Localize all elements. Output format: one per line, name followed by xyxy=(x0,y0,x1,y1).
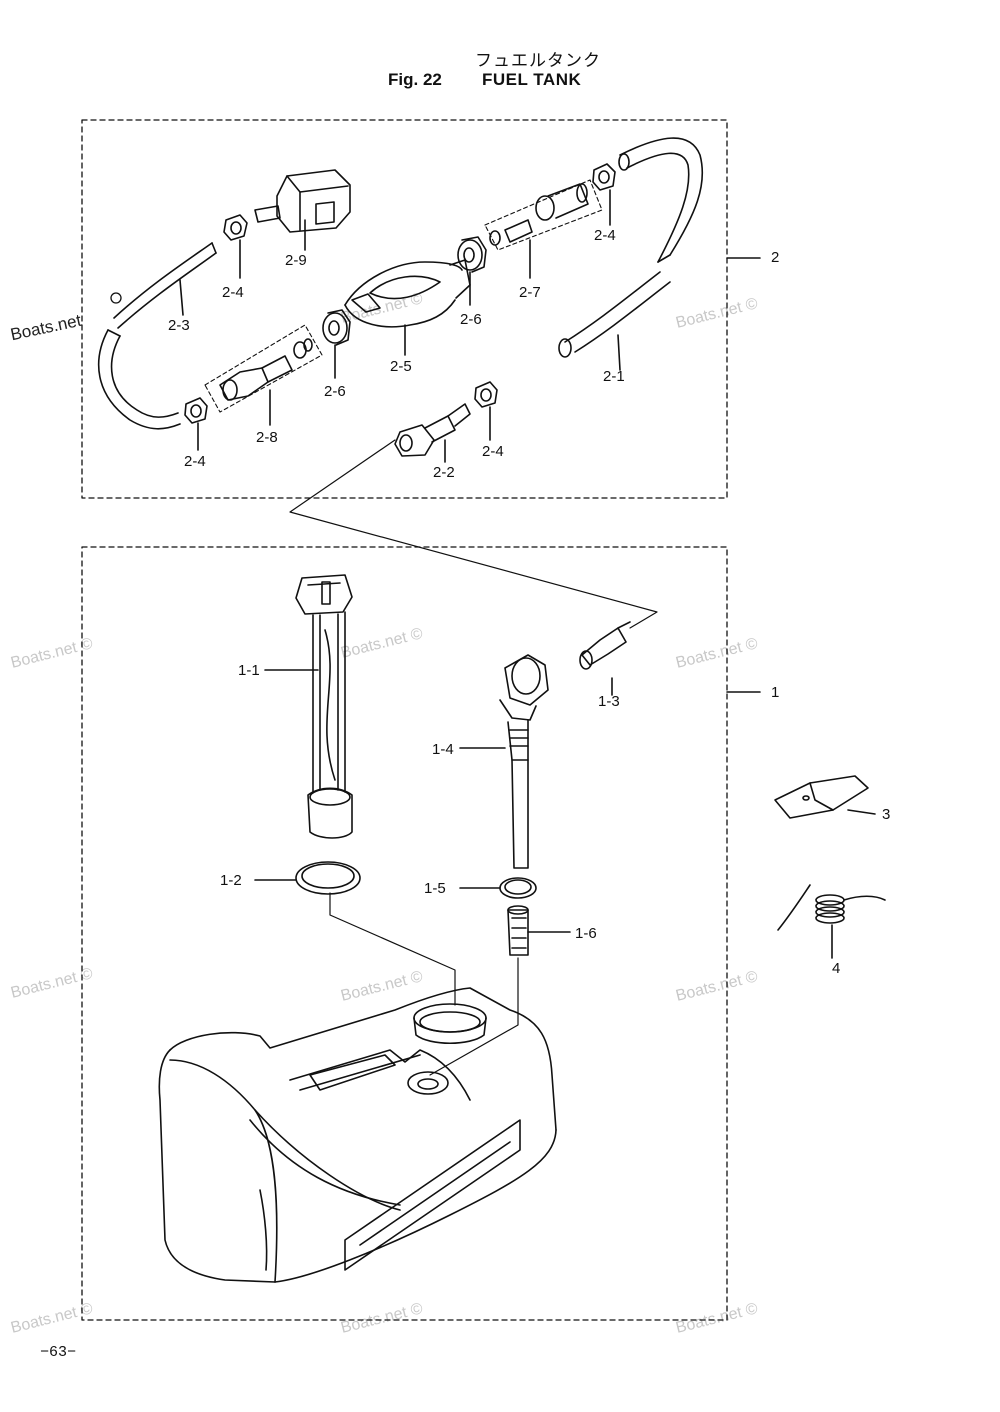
callout-2-9: 2-9 xyxy=(285,252,307,269)
callout-2: 2 xyxy=(771,249,780,266)
filler-neck xyxy=(413,1003,487,1044)
pickup-tube-1-4 xyxy=(499,699,537,869)
callout-2-4: 2-4 xyxy=(222,284,244,301)
hose-2-1 xyxy=(558,137,704,358)
callout-3: 3 xyxy=(882,806,891,823)
figure-title: FUEL TANK xyxy=(482,70,582,89)
callout-2-6: 2-6 xyxy=(460,311,482,328)
clip-part-3 xyxy=(774,775,876,819)
assembly-2-box xyxy=(81,119,728,499)
callout-2-4: 2-4 xyxy=(184,453,206,470)
nut-2-4 xyxy=(223,214,248,241)
nut-2-4 xyxy=(592,163,616,191)
callout-2-7: 2-7 xyxy=(519,284,541,301)
spring-part-4 xyxy=(777,884,886,959)
hose-connection-line xyxy=(289,439,658,629)
page-number: −63− xyxy=(40,1344,77,1361)
callout-2-8: 2-8 xyxy=(256,429,278,446)
callout-2-1: 2-1 xyxy=(603,368,625,385)
callout-2-4: 2-4 xyxy=(594,227,616,244)
callout-2-6: 2-6 xyxy=(324,383,346,400)
spacer-2-6 xyxy=(457,236,487,273)
o-ring-1-5 xyxy=(499,877,537,899)
callout-1-6: 1-6 xyxy=(575,925,597,942)
fuel-tank-body xyxy=(158,987,557,1283)
callout-1: 1 xyxy=(771,684,780,701)
callout-2-5: 2-5 xyxy=(390,358,412,375)
hose-2-3 xyxy=(97,242,217,430)
connector-2-2 xyxy=(394,403,471,457)
valve-2-8 xyxy=(204,324,323,413)
primer-bulb-2-5 xyxy=(344,259,471,328)
callout-1-3: 1-3 xyxy=(598,693,620,710)
assembly-1-box xyxy=(81,546,728,1321)
figure-number: Fig. 22 xyxy=(388,70,442,89)
callout-2-4: 2-4 xyxy=(482,443,504,460)
connector-2-9 xyxy=(254,169,351,233)
callout-4: 4 xyxy=(832,960,841,977)
callout-1-5: 1-5 xyxy=(424,880,446,897)
valve-2-7 xyxy=(484,179,603,251)
callout-1-2: 1-2 xyxy=(220,872,242,889)
callout-2-2: 2-2 xyxy=(433,464,455,481)
elbow-fitting-1-3 xyxy=(504,621,631,706)
filter-1-6 xyxy=(507,905,529,956)
callout-2-3: 2-3 xyxy=(168,317,190,334)
nut-2-4 xyxy=(474,381,498,408)
title-japanese: フュエルタンク xyxy=(475,51,601,71)
fuel-gauge-1-1 xyxy=(295,574,353,839)
spacer-2-6 xyxy=(322,309,351,346)
nut-2-4 xyxy=(184,397,208,424)
callout-1-4: 1-4 xyxy=(432,741,454,758)
o-ring-1-2 xyxy=(295,861,361,895)
tank-port xyxy=(407,1071,449,1095)
callout-1-1: 1-1 xyxy=(238,662,260,679)
